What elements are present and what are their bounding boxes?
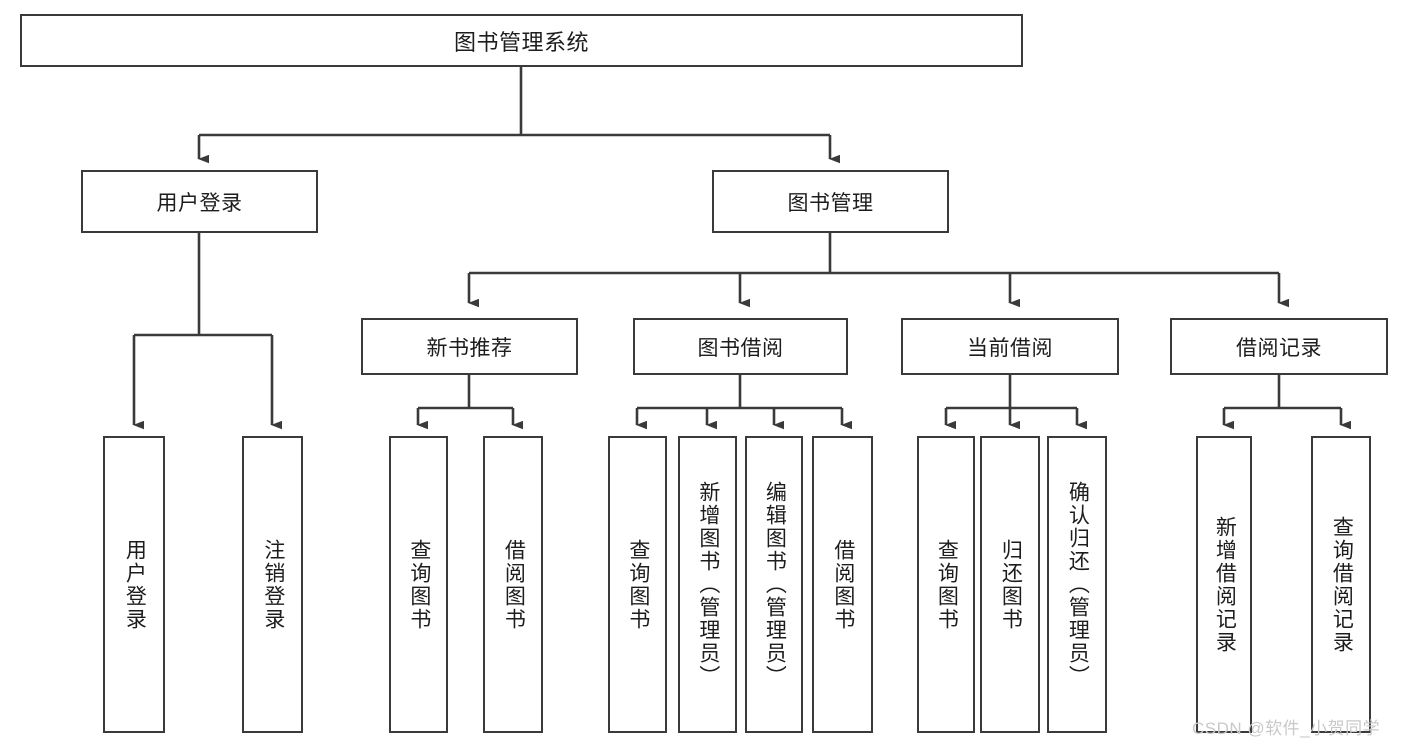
node-user-login[interactable]: 用户登录 — [81, 170, 318, 233]
node-label: 当前借阅 — [967, 336, 1053, 360]
node-label: 用户登录 — [156, 191, 243, 215]
node-label: 查询图书 — [935, 538, 959, 631]
leaf-user-login-logout[interactable]: 注销登录 — [242, 436, 303, 733]
leaf-user-login-login[interactable]: 用户登录 — [103, 436, 165, 733]
node-current-borrow[interactable]: 当前借阅 — [901, 318, 1119, 375]
node-label: 用户登录 — [123, 538, 147, 631]
node-label: 归还图书 — [999, 538, 1023, 631]
leaf-current-borrow-return-book[interactable]: 归还图书 — [980, 436, 1040, 733]
node-label: 新增借阅记录 — [1213, 515, 1237, 654]
leaf-borrow-record-query-record[interactable]: 查询借阅记录 — [1311, 436, 1371, 733]
leaf-new-book-query-book[interactable]: 查询图书 — [389, 436, 448, 733]
node-label: 图书借阅 — [697, 336, 784, 360]
node-borrow-record[interactable]: 借阅记录 — [1170, 318, 1388, 375]
node-label: 借阅记录 — [1236, 336, 1322, 360]
node-label: 确认归还（管理员） — [1066, 481, 1090, 688]
leaf-book-borrow-query-book[interactable]: 查询图书 — [608, 436, 667, 733]
node-book-borrow[interactable]: 图书借阅 — [633, 318, 848, 375]
node-label: 借阅图书 — [831, 538, 855, 631]
node-label: 图书管理 — [787, 191, 874, 215]
node-root-book-management-system[interactable]: 图书管理系统 — [20, 14, 1023, 67]
leaf-book-borrow-add-book-admin[interactable]: 新增图书（管理员） — [678, 436, 737, 733]
node-label: 编辑图书（管理员） — [763, 481, 787, 688]
node-label: 查询借阅记录 — [1330, 515, 1354, 654]
node-label: 新书推荐 — [426, 336, 513, 360]
node-label: 注销登录 — [261, 538, 285, 631]
leaf-book-borrow-edit-book-admin[interactable]: 编辑图书（管理员） — [745, 436, 803, 733]
leaf-borrow-record-add-record[interactable]: 新增借阅记录 — [1196, 436, 1252, 733]
leaf-new-book-borrow-book[interactable]: 借阅图书 — [483, 436, 543, 733]
node-label: 查询图书 — [626, 538, 650, 631]
csdn-watermark: CSDN @软件_小贺同学 — [1192, 719, 1381, 738]
leaf-current-borrow-query-book[interactable]: 查询图书 — [917, 436, 975, 733]
node-label: 图书管理系统 — [453, 29, 589, 55]
leaf-current-borrow-confirm-return-admin[interactable]: 确认归还（管理员） — [1047, 436, 1107, 733]
node-new-book-recommend[interactable]: 新书推荐 — [361, 318, 578, 375]
node-book-management[interactable]: 图书管理 — [712, 170, 949, 233]
leaf-book-borrow-borrow-book[interactable]: 借阅图书 — [812, 436, 873, 733]
node-label: 借阅图书 — [502, 538, 526, 631]
node-label: 查询图书 — [407, 538, 431, 631]
node-label: 新增图书（管理员） — [696, 481, 720, 688]
